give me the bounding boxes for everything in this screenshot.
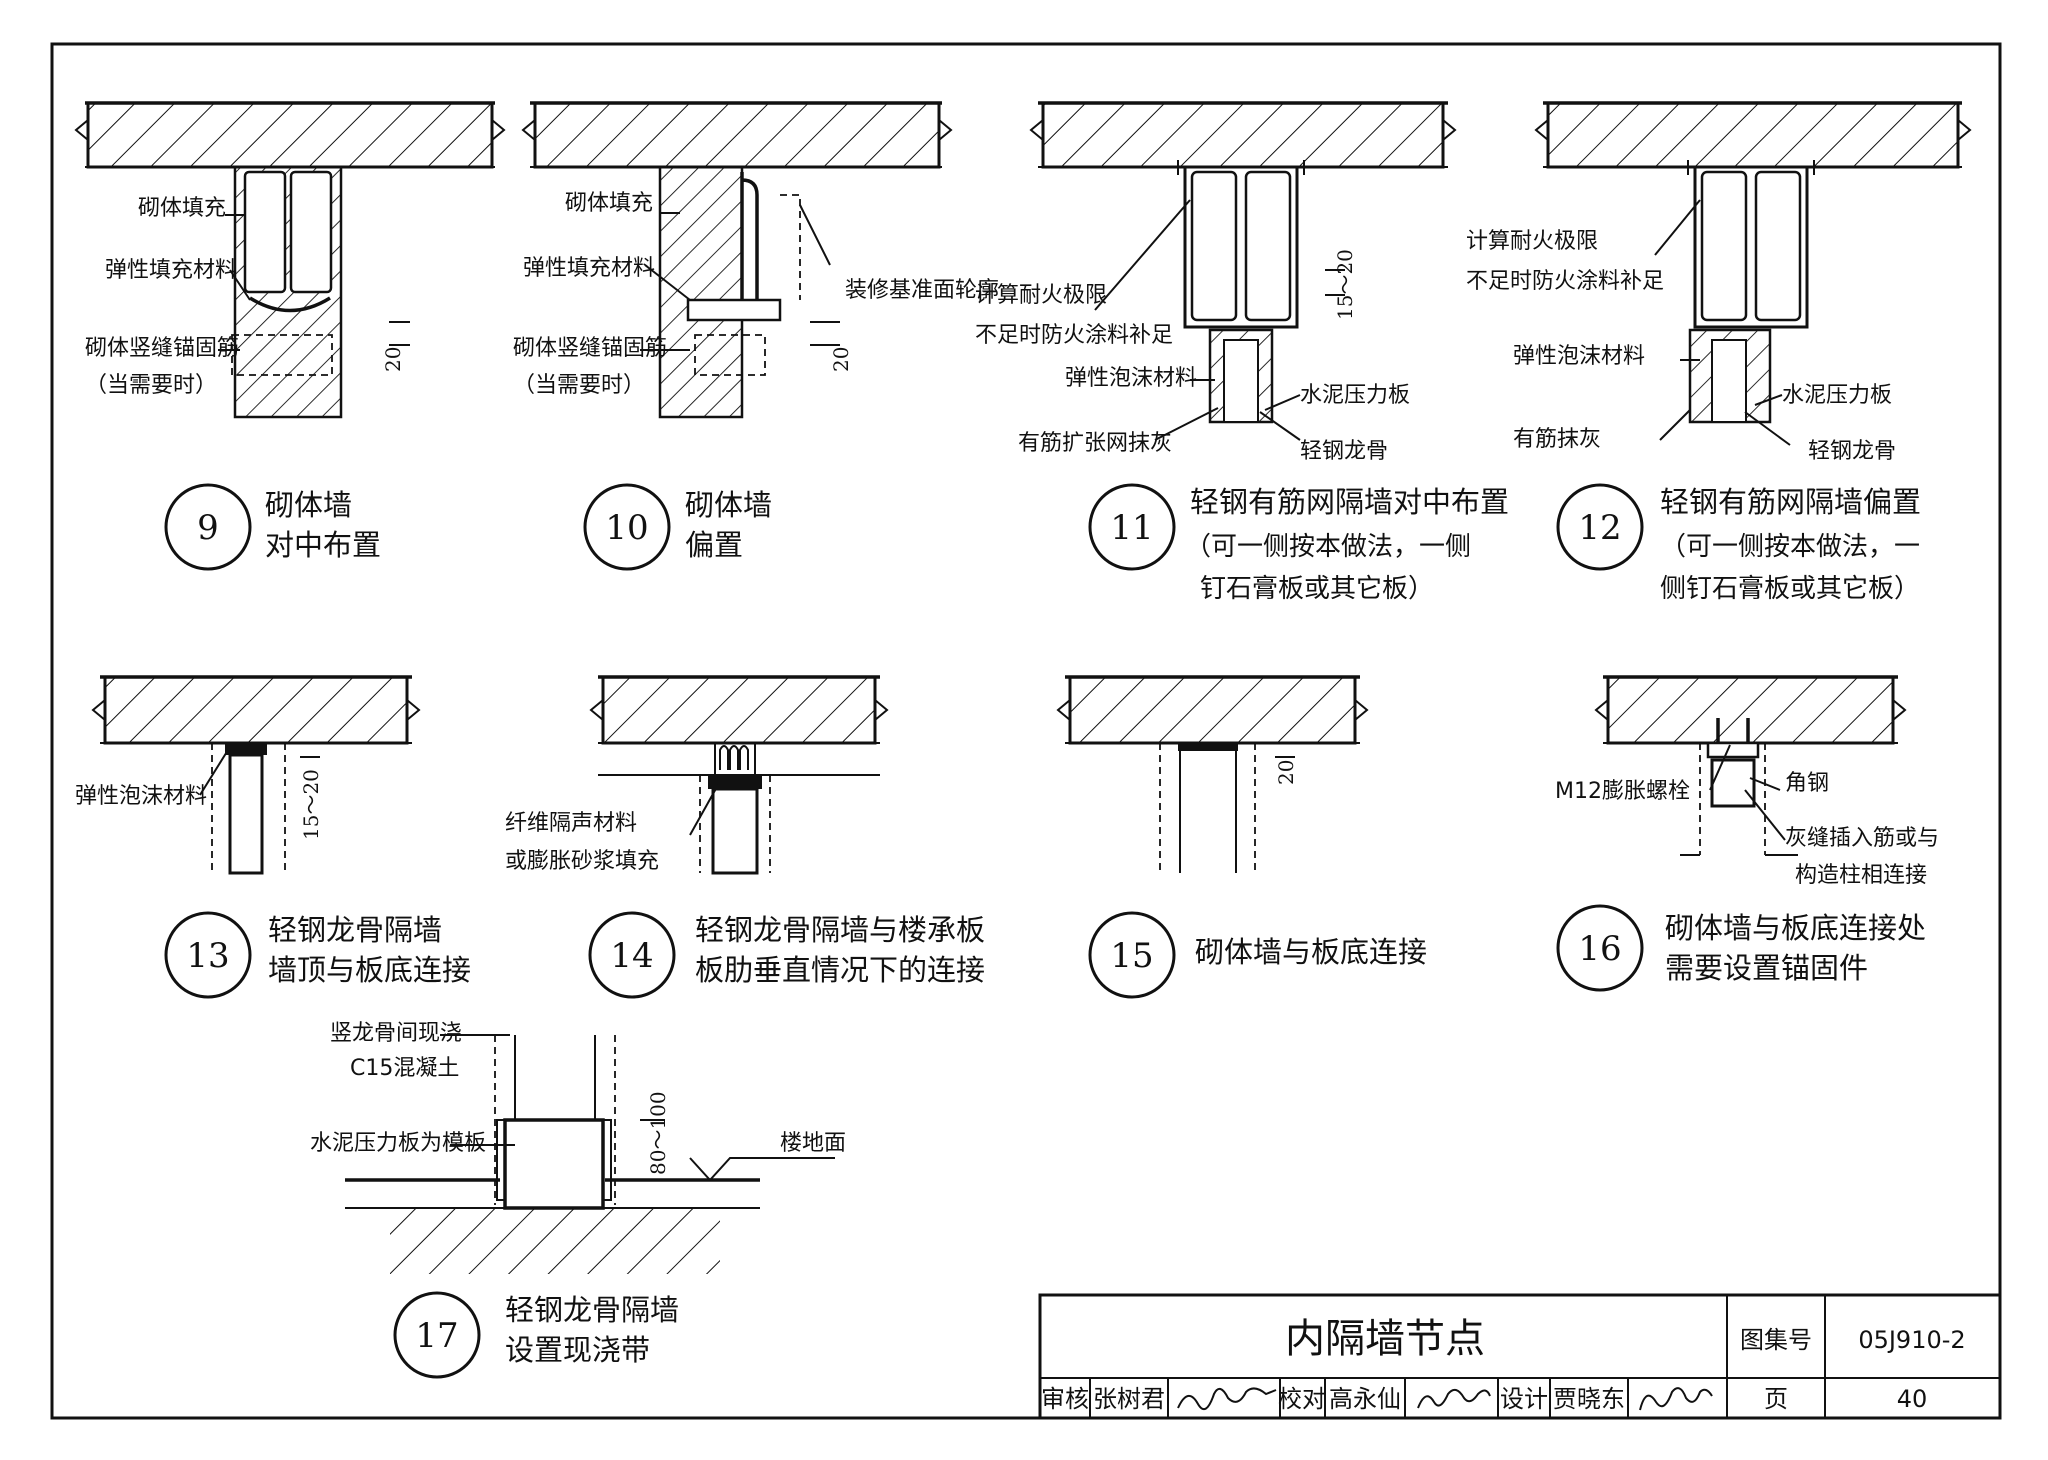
detail-number-10: 10 (605, 508, 648, 548)
label-d9-1: 弹性填充材料 (105, 258, 237, 283)
dim-d10: 20 (829, 347, 853, 372)
label-d10-0: 砌体填充 (565, 191, 653, 216)
checker-signature (1417, 1388, 1491, 1409)
detail-number-14: 14 (610, 936, 653, 976)
label-d12-2: 弹性泡沫材料 (1513, 344, 1645, 369)
detail-number-16: 16 (1578, 929, 1621, 969)
title-d11-2: （可一侧按本做法，一侧 (1185, 532, 1471, 562)
label-d9-3: （当需要时） (85, 373, 217, 398)
title-d14-1: 轻钢龙骨隔墙与楼承板 (695, 913, 985, 947)
page-number: 40 (1897, 1385, 1928, 1413)
label-d12-1: 不足时防火涂料补足 (1466, 269, 1664, 294)
label-d17-2: 水泥压力板为模板 (310, 1131, 486, 1156)
title-d14-2: 板肋垂直情况下的连接 (695, 953, 985, 987)
dim-d13: 15～20 (299, 769, 323, 840)
label-d10-4: 装修基准面轮廓 (845, 278, 999, 303)
detail-15: 20 15 砌体墙与板底连接 (1056, 675, 1427, 999)
label-d17-1: C15混凝土 (350, 1056, 459, 1081)
label-d11-2: 弹性泡沫材料 (1065, 366, 1197, 391)
label-d10-1: 弹性填充材料 (523, 256, 655, 281)
label-d17-3: 楼地面 (780, 1131, 846, 1156)
label-d12-4: 水泥压力板 (1782, 383, 1892, 408)
check-label: 校对 (1278, 1385, 1326, 1413)
label-d11-0: 计算耐火极限 (975, 283, 1107, 308)
title-d17-1: 轻钢龙骨隔墙 (505, 1293, 679, 1327)
label-d12-5: 轻钢龙骨 (1808, 439, 1896, 464)
designer-signature (1639, 1387, 1713, 1411)
designer-name: 贾晓东 (1553, 1385, 1625, 1413)
detail-12: 计算耐火极限 不足时防火涂料补足 弹性泡沫材料 有筋抹灰 水泥压力板 轻钢龙骨 … (1466, 101, 1972, 604)
dim-d9: 20 (381, 347, 405, 372)
reviewer-signature (1177, 1387, 1277, 1411)
label-d11-3: 有筋扩张网抹灰 (1018, 431, 1172, 456)
title-block: 内隔墙节点 图集号 05J910-2 审核 张树君 校对 高永仙 设计 贾晓东 … (1038, 1293, 2002, 1420)
label-d10-2: 砌体竖缝锚固筋 (513, 336, 667, 361)
title-d10-2: 偏置 (685, 528, 743, 562)
reviewer-name: 张树君 (1093, 1385, 1165, 1413)
detail-number-17: 17 (415, 1316, 458, 1356)
dim-d11: 15～20 (1333, 249, 1357, 320)
detail-number-12: 12 (1578, 508, 1621, 548)
detail-16: M12膨胀螺栓 角钢 灰缝插入筋或与 构造柱相连接 16 砌体墙与板底连接处 需… (1555, 675, 1939, 992)
atlas-number: 05J910-2 (1858, 1326, 1965, 1354)
label-d11-5: 轻钢龙骨 (1300, 439, 1388, 464)
atlas-label: 图集号 (1740, 1326, 1812, 1354)
detail-number-15: 15 (1110, 936, 1153, 976)
label-d16-3: 构造柱相连接 (1795, 863, 1927, 888)
title-d9-2: 对中布置 (265, 528, 381, 562)
dim-d15: 20 (1274, 760, 1298, 785)
title-d9-1: 砌体墙 (265, 488, 352, 522)
label-d16-2: 灰缝插入筋或与 (1785, 826, 1939, 851)
title-d16-1: 砌体墙与板底连接处 (1665, 911, 1926, 945)
detail-number-9: 9 (197, 508, 219, 548)
label-d9-2: 砌体竖缝锚固筋 (85, 336, 239, 361)
detail-number-11: 11 (1110, 508, 1153, 548)
title-d10-1: 砌体墙 (685, 488, 772, 522)
dim-d17: 80～100 (646, 1091, 670, 1175)
label-d17-0: 竖龙骨间现浇 (330, 1021, 462, 1046)
title-d15-1: 砌体墙与板底连接 (1195, 935, 1427, 969)
detail-9: 20 砌体填充 弹性填充材料 砌体竖缝锚固筋 （当需要时） 9 砌体墙 对中布置 (74, 101, 506, 571)
label-d16-1: 角钢 (1785, 771, 1829, 796)
label-d12-3: 有筋抹灰 (1513, 427, 1601, 452)
title-d17-2: 设置现浇带 (505, 1333, 650, 1367)
design-label: 设计 (1500, 1385, 1548, 1413)
detail-14: 纤维隔声材料 或膨胀砂浆填充 14 轻钢龙骨隔墙与楼承板 板肋垂直情况下的连接 (505, 675, 985, 999)
review-label: 审核 (1041, 1385, 1089, 1413)
title-d11-1: 轻钢有筋网隔墙对中布置 (1190, 485, 1509, 519)
detail-number-13: 13 (186, 936, 229, 976)
sheet-frame (50, 42, 2002, 1420)
label-d11-1: 不足时防火涂料补足 (975, 323, 1173, 348)
label-d14-0: 纤维隔声材料 (505, 811, 637, 836)
page-label: 页 (1764, 1385, 1788, 1413)
label-d16-0: M12膨胀螺栓 (1555, 779, 1690, 804)
checker-name: 高永仙 (1329, 1385, 1401, 1413)
label-d13-0: 弹性泡沫材料 (75, 784, 207, 809)
title-d13-2: 墙顶与板底连接 (268, 953, 471, 987)
label-d12-0: 计算耐火极限 (1466, 229, 1598, 254)
detail-13: 15～20 弹性泡沫材料 13 轻钢龙骨隔墙 墙顶与板底连接 (75, 675, 471, 999)
title-d12-2: （可一侧按本做法，一 (1660, 532, 1920, 562)
label-d10-3: （当需要时） (513, 373, 645, 398)
detail-10: 20 砌体填充 弹性填充材料 砌体竖缝锚固筋 （当需要时） 装修基准面轮廓 10… (513, 101, 999, 571)
detail-11: 15～20 计算耐火极限 不足时防火涂料补足 弹性泡沫材料 有筋扩张网抹灰 水泥… (975, 101, 1509, 604)
title-d12-1: 轻钢有筋网隔墙偏置 (1660, 485, 1921, 519)
title-d11-3: 钉石膏板或其它板） (1200, 574, 1434, 604)
detail-17: 80～100 竖龙骨间现浇 C15混凝土 水泥压力板为模板 楼地面 17 轻钢龙… (310, 1021, 846, 1379)
label-d14-1: 或膨胀砂浆填充 (505, 849, 659, 874)
label-d11-4: 水泥压力板 (1300, 383, 1410, 408)
title-d13-1: 轻钢龙骨隔墙 (268, 913, 442, 947)
label-d9-0: 砌体填充 (138, 196, 226, 221)
title-d12-3: 侧钉石膏板或其它板） (1660, 574, 1920, 604)
title-d16-2: 需要设置锚固件 (1665, 951, 1868, 985)
drawing-title: 内隔墙节点 (1285, 1316, 1485, 1362)
